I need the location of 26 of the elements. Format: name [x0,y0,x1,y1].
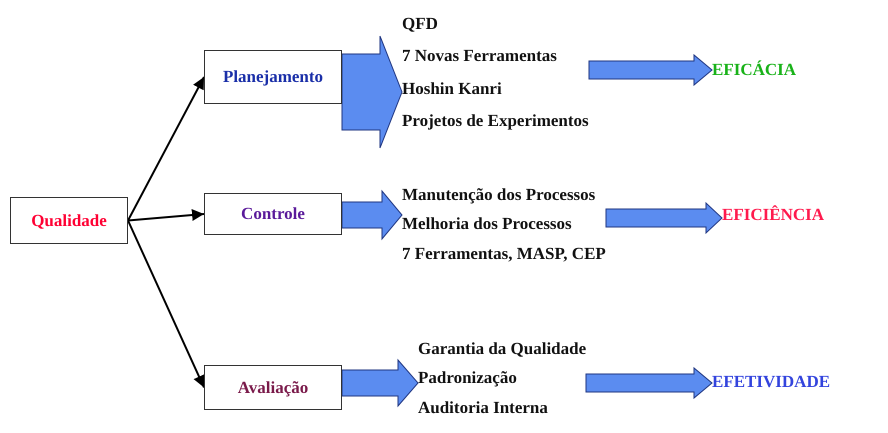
result-label: EFICÁCIA [712,59,796,81]
tool-item: Padronização [418,367,517,389]
process-box: Avaliação [204,365,342,410]
tool-item: Manutenção dos Processos [402,184,596,206]
process-box: Controle [204,193,342,235]
tool-item: 7 Ferramentas, MASP, CEP [402,242,606,264]
tool-item: Auditoria Interna [418,396,548,418]
tool-item: QFD [402,13,438,34]
arrow [128,209,204,222]
tool-item: 7 Novas Ferramentas [402,45,557,66]
tool-item: Hoshin Kanri [402,78,502,99]
block-arrow [606,202,723,234]
tool-item: Projetos de Experimentos [402,110,589,131]
result-label: EFICIÊNCIA [722,204,824,226]
quality-box: Qualidade [10,197,128,244]
result-label: EFETIVIDADE [712,371,830,393]
block-arrow [342,190,403,240]
arrow [127,220,205,388]
block-arrow [586,366,713,400]
tool-item: Garantia da Qualidade [418,338,586,360]
block-arrow [588,54,713,86]
process-box: Planejamento [204,50,342,104]
arrow [127,76,205,221]
block-arrow [342,358,419,408]
tool-item: Melhoria dos Processos [402,213,572,235]
block-arrow [342,36,403,148]
